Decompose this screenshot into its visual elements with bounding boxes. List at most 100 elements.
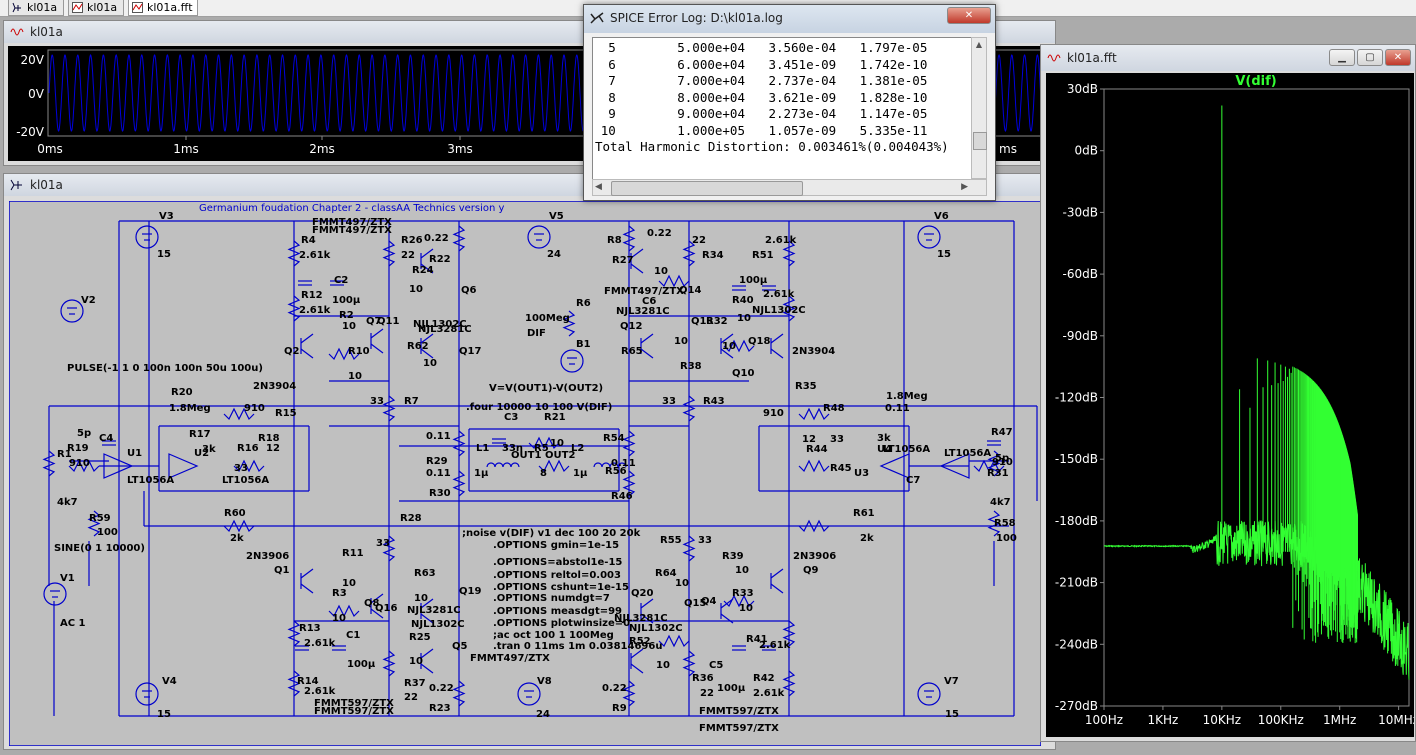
resistor[interactable] bbox=[287, 240, 301, 267]
schematic-label: Q1 bbox=[274, 565, 290, 576]
resistor[interactable] bbox=[798, 459, 830, 473]
resistor[interactable] bbox=[782, 670, 796, 697]
schematic-label: 910 bbox=[992, 457, 1013, 468]
log-cell: 1.828e-10 bbox=[859, 89, 928, 105]
schematic-canvas[interactable]: Germanium foudation Chapter 2 - classAA … bbox=[9, 201, 1041, 746]
voltage-source[interactable] bbox=[43, 582, 67, 606]
op-amp[interactable] bbox=[939, 453, 970, 479]
schematic-label: R4 bbox=[301, 235, 316, 246]
schematic-label: 100µ bbox=[347, 659, 376, 670]
scroll-right-arrow[interactable]: ▶ bbox=[961, 182, 968, 192]
vertical-scrollbar[interactable]: ▲ bbox=[971, 37, 987, 179]
resistor[interactable] bbox=[528, 436, 560, 450]
inductor[interactable] bbox=[593, 462, 627, 468]
horizontal-scrollbar[interactable]: ◀ ▶ bbox=[592, 179, 987, 196]
schematic-label: 3k bbox=[877, 433, 891, 444]
close-button[interactable]: ✕ bbox=[947, 7, 991, 24]
op-amp[interactable] bbox=[168, 453, 199, 479]
resistor[interactable] bbox=[723, 594, 755, 608]
log-cell: 1.742e-10 bbox=[859, 56, 928, 72]
resistor[interactable] bbox=[223, 519, 255, 533]
minimize-button[interactable]: ▁ bbox=[1329, 49, 1355, 66]
close-button[interactable]: ✕ bbox=[1385, 49, 1411, 66]
resistor[interactable] bbox=[452, 225, 466, 252]
resistor[interactable] bbox=[562, 310, 576, 337]
fft-plot[interactable]: V(dif) 30dB0dB-30dB-60dB-90dB-120dB-150d… bbox=[1046, 73, 1414, 737]
resistor[interactable] bbox=[973, 459, 1005, 473]
resistor[interactable] bbox=[682, 240, 696, 267]
resistor[interactable] bbox=[287, 670, 301, 697]
tab-kl01a-schematic[interactable]: kl01a bbox=[8, 0, 64, 16]
resistor[interactable] bbox=[682, 395, 696, 422]
schematic-label: R1 bbox=[57, 449, 72, 460]
resistor[interactable] bbox=[658, 634, 690, 648]
voltage-source[interactable] bbox=[527, 225, 551, 249]
scroll-up-arrow[interactable]: ▲ bbox=[975, 40, 983, 49]
schematic-label: V1 bbox=[60, 573, 75, 584]
schematic-label: 33 bbox=[662, 396, 676, 407]
resistor[interactable] bbox=[798, 519, 830, 533]
resistor[interactable] bbox=[87, 510, 101, 537]
schematic-label: R52 bbox=[629, 636, 651, 647]
resistor[interactable] bbox=[382, 240, 396, 267]
scroll-thumb[interactable] bbox=[973, 132, 987, 150]
tab-kl01a-waveform[interactable]: kl01a bbox=[68, 0, 124, 16]
resistor[interactable] bbox=[328, 604, 360, 618]
resistor[interactable] bbox=[658, 274, 690, 288]
schematic-label: 10 bbox=[342, 578, 356, 589]
resistor[interactable] bbox=[798, 407, 830, 421]
resistor[interactable] bbox=[682, 535, 696, 562]
resistor[interactable] bbox=[287, 295, 301, 322]
resistor[interactable] bbox=[382, 395, 396, 422]
voltage-source[interactable] bbox=[60, 299, 84, 323]
voltage-source[interactable] bbox=[135, 225, 159, 249]
resistor[interactable] bbox=[622, 470, 636, 497]
resistor[interactable] bbox=[68, 459, 100, 473]
resistor[interactable] bbox=[452, 680, 466, 707]
voltage-source[interactable] bbox=[517, 682, 541, 706]
resistor[interactable] bbox=[287, 620, 301, 647]
scroll-left-arrow[interactable]: ◀ bbox=[595, 182, 602, 192]
op-amp[interactable] bbox=[879, 453, 910, 479]
resistor[interactable] bbox=[452, 430, 466, 457]
resistor[interactable] bbox=[42, 450, 56, 477]
resistor[interactable] bbox=[622, 680, 636, 707]
log-cell: 7 bbox=[608, 73, 616, 88]
error-log-titlebar[interactable]: SPICE Error Log: D:\kl01a.log ✕ bbox=[584, 5, 995, 33]
fft-window-titlebar[interactable]: kl01a.fft ▁ ▢ ✕ bbox=[1041, 45, 1415, 71]
scroll-thumb[interactable] bbox=[611, 181, 803, 196]
voltage-source[interactable] bbox=[917, 225, 941, 249]
schematic-label: U1 bbox=[127, 448, 142, 459]
tab-kl01a-fft[interactable]: kl01a.fft bbox=[128, 0, 198, 16]
maximize-button[interactable]: ▢ bbox=[1357, 49, 1383, 66]
inductor[interactable] bbox=[486, 462, 520, 468]
resistor[interactable] bbox=[223, 407, 255, 421]
resistor[interactable] bbox=[782, 240, 796, 267]
schematic-label: 100µ bbox=[717, 683, 746, 694]
resistor[interactable] bbox=[382, 535, 396, 562]
resistor[interactable] bbox=[328, 347, 360, 361]
resistor[interactable] bbox=[452, 470, 466, 497]
schematic-label: NJL3281C bbox=[418, 324, 472, 335]
voltage-source[interactable] bbox=[917, 682, 941, 706]
voltage-source[interactable] bbox=[560, 349, 584, 373]
resistor[interactable] bbox=[782, 620, 796, 647]
resistor[interactable] bbox=[987, 510, 1001, 537]
op-amp[interactable] bbox=[103, 453, 134, 479]
schematic-label: 2k bbox=[860, 533, 874, 544]
schematic-label: R41 bbox=[746, 634, 768, 645]
voltage-source[interactable] bbox=[135, 682, 159, 706]
resistor[interactable] bbox=[682, 650, 696, 677]
schematic-label: R5 bbox=[534, 443, 549, 454]
resistor[interactable] bbox=[538, 459, 570, 473]
resistor[interactable] bbox=[622, 225, 636, 252]
resistor[interactable] bbox=[382, 650, 396, 677]
resistor[interactable] bbox=[622, 430, 636, 457]
resistor[interactable] bbox=[782, 295, 796, 322]
resistor[interactable] bbox=[723, 339, 755, 353]
schematic-label: C2 bbox=[334, 275, 348, 286]
resistor[interactable] bbox=[233, 459, 265, 473]
